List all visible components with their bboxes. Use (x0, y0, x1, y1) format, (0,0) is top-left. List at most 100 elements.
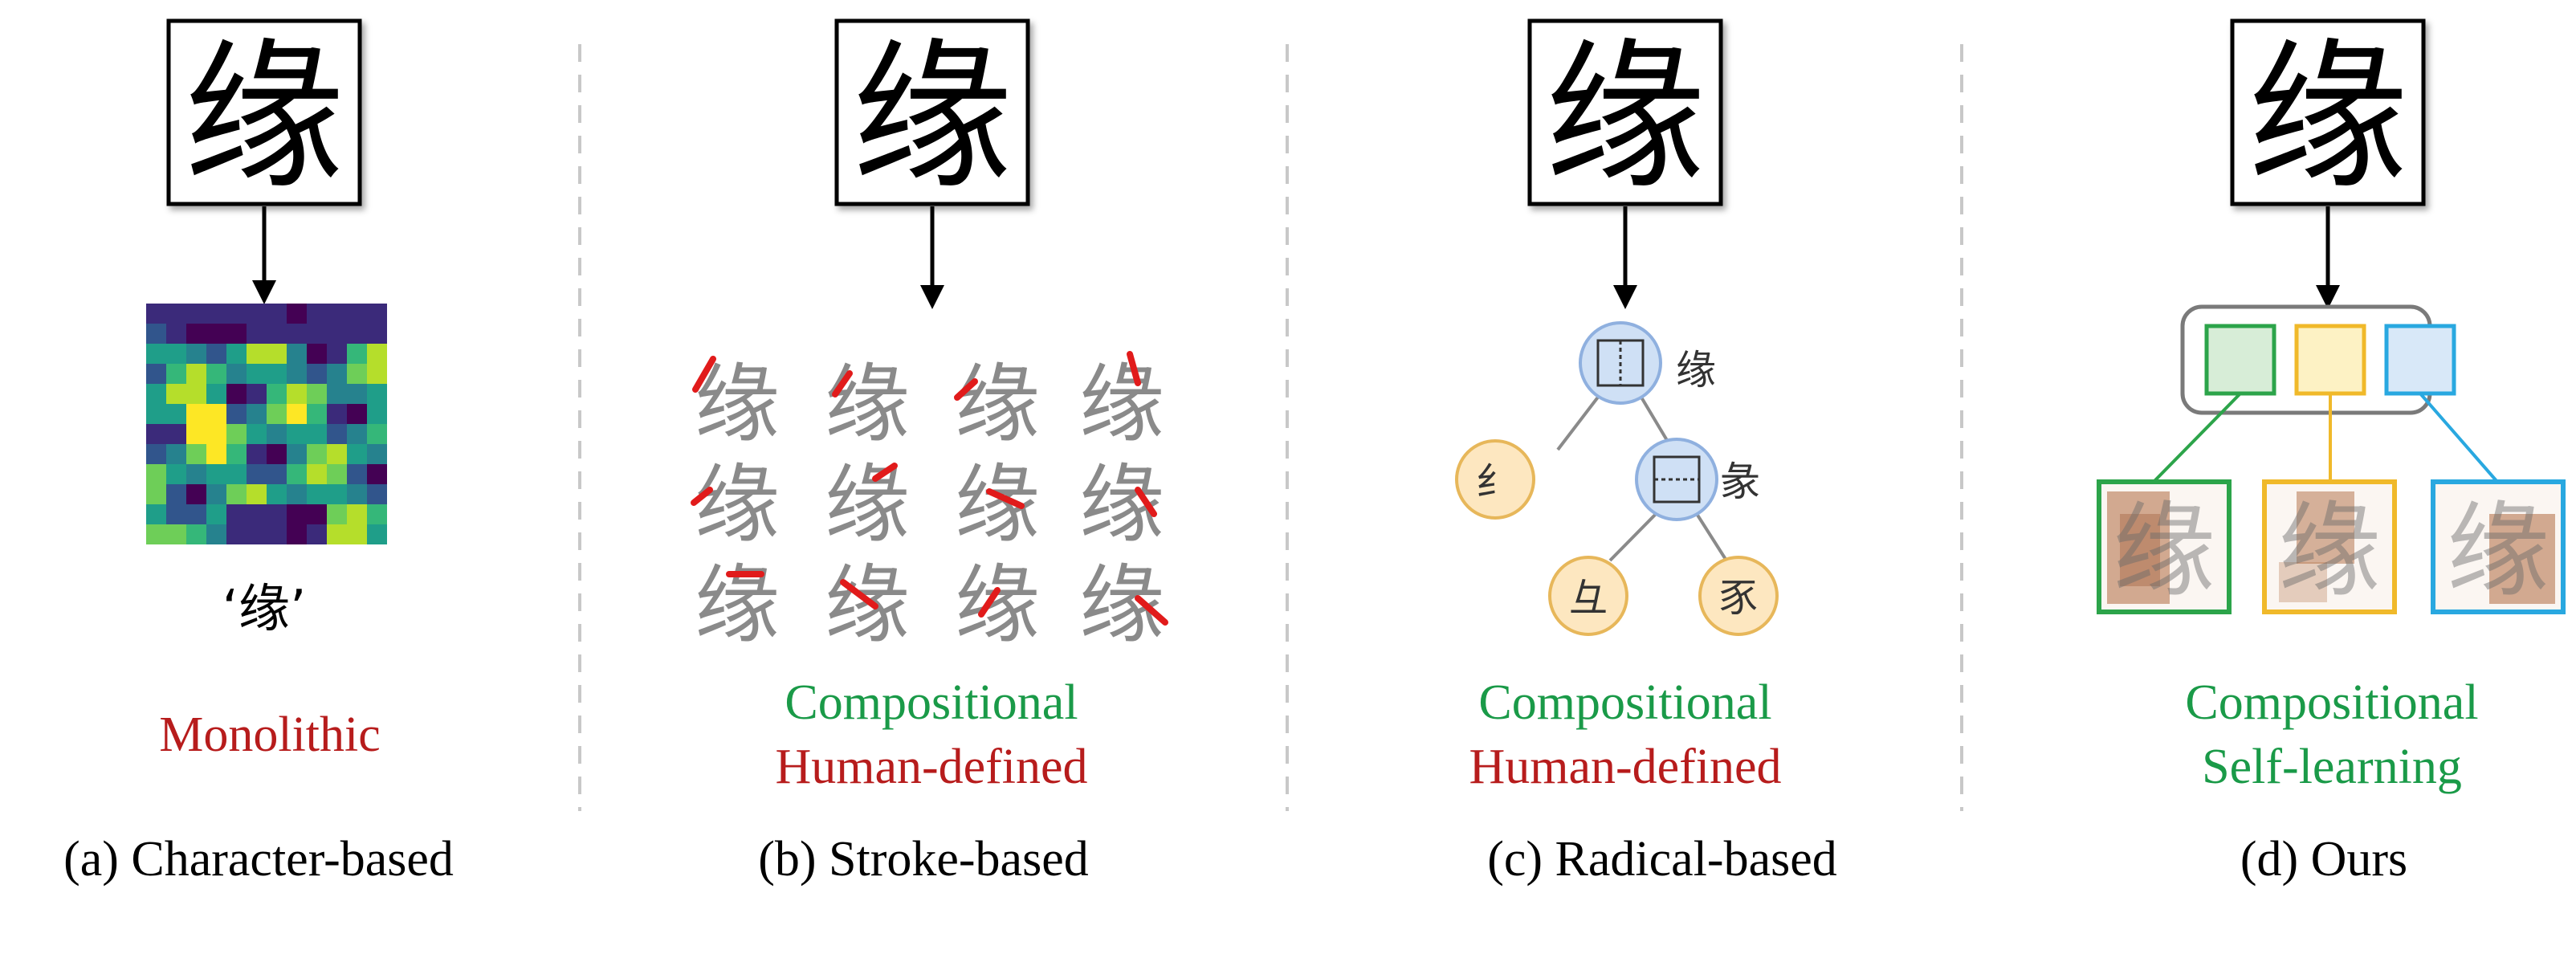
heatmap-cell (267, 344, 287, 364)
heatmap-cell (247, 384, 267, 404)
char-box-glyph: 缘 (852, 24, 1013, 211)
heatmap-cell (287, 524, 307, 544)
heatmap-cell (347, 424, 367, 444)
highlighted-stroke (954, 378, 978, 401)
stroke-glyph: 缘 (1079, 556, 1164, 654)
heatmap-cell (367, 504, 387, 524)
heatmap-cell (347, 324, 367, 344)
attention-map-blue: 缘 (2431, 479, 2566, 614)
heatmap-cell (307, 504, 327, 524)
heatmap-cell (166, 364, 186, 384)
svg-text:缘: 缘 (2113, 491, 2215, 611)
heatmap-cell (206, 384, 226, 404)
heatmap-cell (166, 424, 186, 444)
char-box-glyph: 缘 (184, 24, 344, 211)
heatmap-cell (287, 304, 307, 324)
heatmap-cell (327, 344, 347, 364)
highlighted-stroke (832, 370, 853, 398)
heatmap-cell (247, 424, 267, 444)
heatmap-cell (146, 484, 166, 504)
heatmap-cell (186, 344, 206, 364)
heatmap-cell (166, 304, 186, 324)
heatmap-cell (186, 504, 206, 524)
heatmap-cell (287, 344, 307, 364)
heatmap-cell (226, 444, 247, 464)
heatmap-cell (307, 464, 327, 484)
heatmap-cell (367, 524, 387, 544)
heatmap-cell (166, 444, 186, 464)
tree-edge (1636, 390, 1672, 447)
char-box (166, 18, 362, 206)
heatmap-cell (307, 524, 327, 544)
heatmap-cell (186, 364, 206, 384)
panel-d: 缘 缘 缘 缘 Compositional Self-le (2097, 18, 2566, 887)
svg-text:缘: 缘 (2278, 491, 2381, 611)
heatmap-cell (327, 364, 347, 384)
heatmap-cell (146, 364, 166, 384)
tree-node-leaf-1 (1548, 556, 1628, 636)
heatmap-cell (166, 404, 186, 424)
tree-node-leaf-2 (1698, 556, 1779, 636)
heatmap-cell (287, 324, 307, 344)
heatmap-cell (347, 444, 367, 464)
heatmap-cell (226, 504, 247, 524)
tree-leaf-2: 豕 (1719, 576, 1758, 621)
heatmap-cell (347, 404, 367, 424)
heatmap-cell (267, 364, 287, 384)
heatmap-cell (267, 504, 287, 524)
tree-leaf-left: 纟 (1476, 459, 1514, 504)
heatmap-cell (367, 324, 387, 344)
heatmap-cell (287, 424, 307, 444)
attention-map-green: 缘 (2097, 479, 2232, 614)
heatmap-cell (287, 504, 307, 524)
heatmap-cell (347, 484, 367, 504)
highlighted-stroke (691, 487, 713, 506)
heatmap-cell (367, 424, 387, 444)
heatmap-cell (166, 384, 186, 404)
heatmap-cell (206, 404, 226, 424)
stroke-glyph: 缘 (955, 455, 1040, 554)
heatmap-cell (327, 524, 347, 544)
heatmap-cell (247, 444, 267, 464)
caption-b: (b) Stroke-based (758, 832, 1088, 887)
char-box (834, 18, 1030, 206)
heatmap-cell (267, 324, 287, 344)
heatmap-cell (146, 404, 166, 424)
heatmap-cell (247, 364, 267, 384)
heatmap-cell (267, 464, 287, 484)
heatmap-cell (367, 304, 387, 324)
property-human-defined: Human-defined (775, 740, 1087, 794)
heatmap-cell (267, 304, 287, 324)
heatmap-cell (247, 404, 267, 424)
heatmap-cell (347, 304, 367, 324)
heatmap-cell (206, 444, 226, 464)
highlighted-stroke (1135, 487, 1157, 517)
heatmap-cell (206, 524, 226, 544)
heatmap-cell (206, 304, 226, 324)
heatmap-cell (206, 344, 226, 364)
heatmap-cell (206, 364, 226, 384)
tree-edge (1691, 506, 1728, 562)
heatmap-cell (146, 524, 166, 544)
tree-mid-label: 彖 (1720, 459, 1760, 505)
property-compositional: Compositional (2185, 675, 2478, 730)
heatmap-cell (307, 484, 327, 504)
property-monolithic: Monolithic (159, 707, 381, 762)
tree-root-label: 缘 (1676, 347, 1716, 393)
heatmap-cell (206, 464, 226, 484)
stroke-glyph: 缘 (825, 455, 910, 554)
property-compositional: Compositional (1478, 675, 1771, 730)
heatmap-cell (267, 404, 287, 424)
heatmap-cell (146, 424, 166, 444)
heatmap-cell (287, 404, 307, 424)
heatmap-cell (146, 464, 166, 484)
caption-d: (d) Ours (2240, 832, 2407, 887)
heatmap-cell (267, 424, 287, 444)
heatmap-cell (226, 364, 247, 384)
heatmap-cell (206, 324, 226, 344)
char-box (1527, 18, 1723, 206)
heatmap-cell (247, 344, 267, 364)
heatmap-cell (267, 484, 287, 504)
heatmap-cell (347, 504, 367, 524)
heatmap-cell (226, 424, 247, 444)
